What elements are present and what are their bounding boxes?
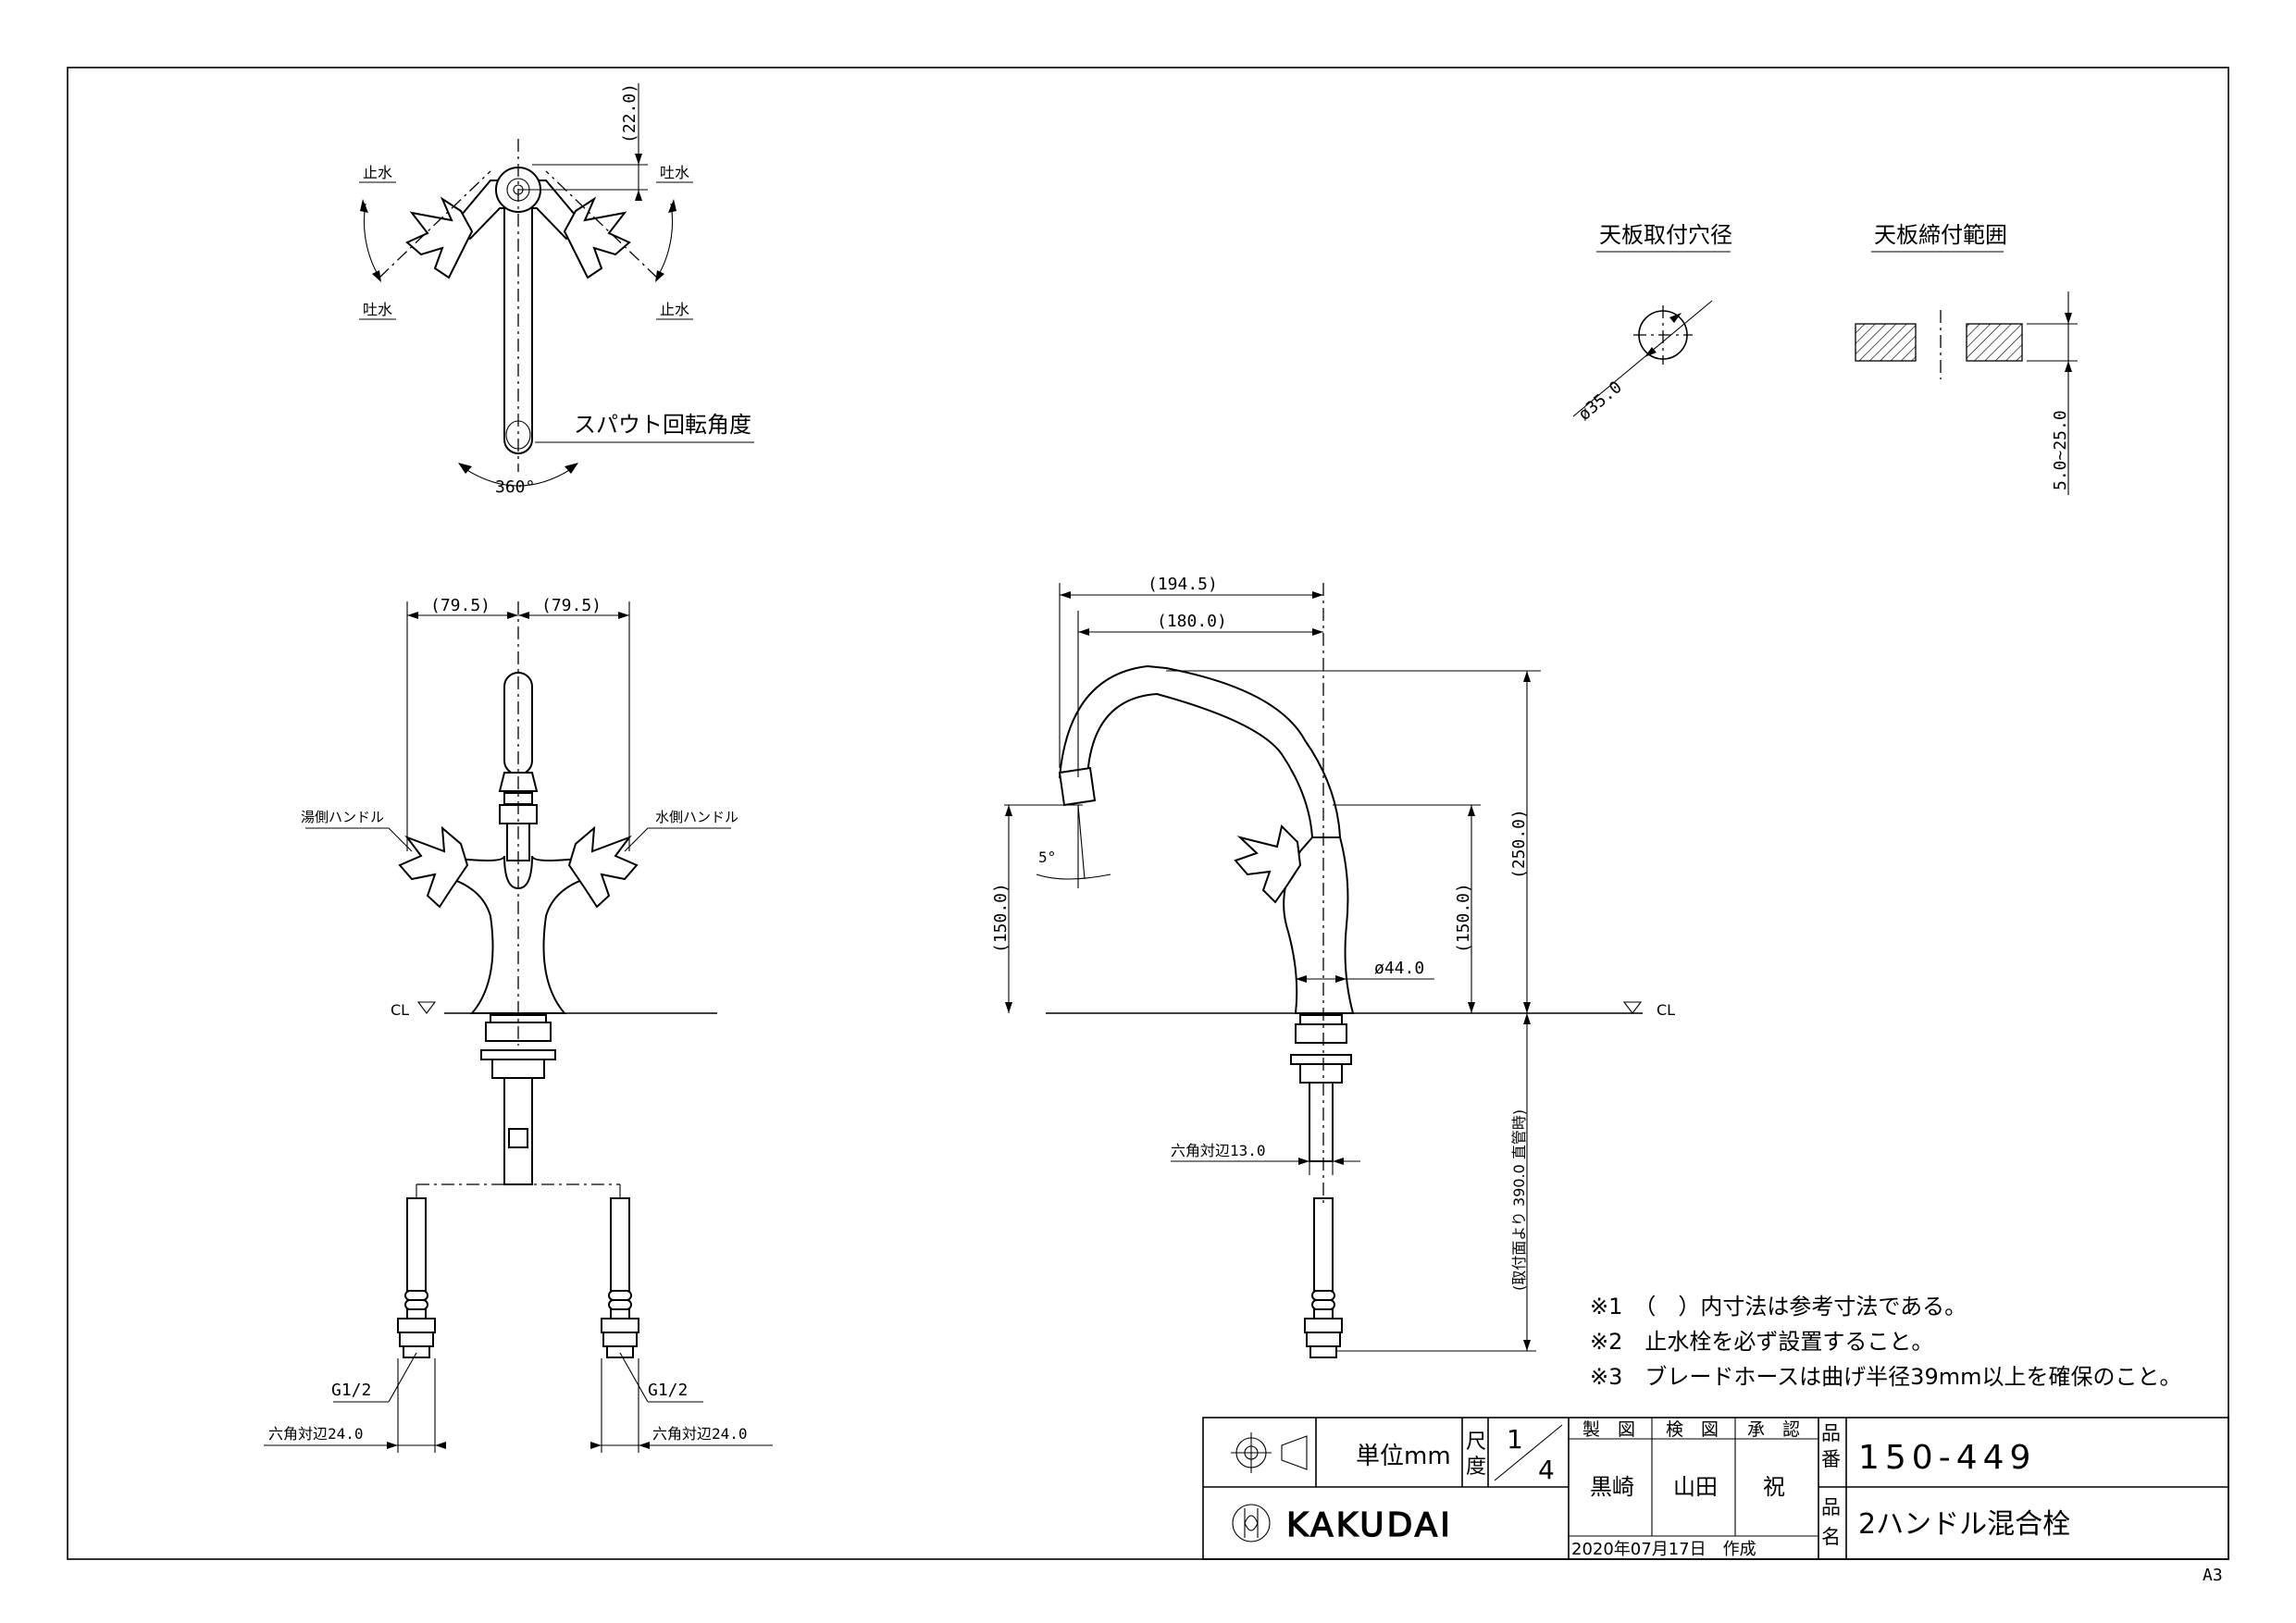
dim-22: (22.0) — [620, 83, 639, 143]
created-date: 2020年07月17日 作成 — [1571, 1540, 1756, 1559]
dim-diameter-44: ø44.0 — [1374, 959, 1424, 978]
spout-rotation-label: スパウト回転角度 — [574, 412, 751, 438]
thickness-title: 天板締付範囲 — [1874, 222, 2007, 248]
part-number: 150-449 — [1858, 1439, 2036, 1477]
thread-left: G1/2 — [331, 1381, 371, 1400]
role-checker: 検 図 — [1666, 1419, 1719, 1440]
dim-150-right: (150.0) — [1454, 883, 1473, 953]
role-approver: 承 認 — [1747, 1419, 1800, 1440]
hot-handle-label: 湯側ハンドル — [301, 809, 384, 825]
note-2: ※2 止水栓を必ず設置すること。 — [1590, 1329, 1933, 1355]
thread-right: G1/2 — [648, 1381, 688, 1400]
cl-side: CL — [1657, 1001, 1675, 1019]
hose-length: (取付面より 390.0 直管時) — [1510, 1109, 1528, 1291]
unit-label: 単位mm — [1356, 1443, 1451, 1470]
cold-handle-label: 水側ハンドル — [655, 809, 738, 825]
drawing-frame — [67, 67, 2229, 1560]
dim-180-0: (180.0) — [1157, 612, 1227, 631]
title-block: KAKUDAI 単位mm 尺 度 1 4 製 図 検 図 承 認 黒崎 山田 祝… — [1202, 1417, 2229, 1560]
notes: ※1 （ ）内寸法は参考寸法である。 ※2 止水栓を必ず設置すること。 ※3 ブ… — [1590, 1294, 2181, 1390]
top-view: 止水 吐水 吐水 止水 (22.0) スパウト回転角度 360° — [359, 83, 754, 497]
cl-front: CL — [391, 1001, 409, 1019]
hole-title: 天板取付穴径 — [1599, 222, 1732, 248]
label-stop-right: 止水 — [660, 301, 689, 318]
name-approver: 祝 — [1763, 1474, 1785, 1500]
hole-detail: 天板取付穴径 ø35.0 — [1572, 222, 1732, 425]
product-label-1: 品 — [1821, 1496, 1841, 1518]
side-view: CL (194.5) (180.0) (250.0) — [991, 575, 1675, 1358]
scale-label-2: 度 — [1466, 1456, 1486, 1479]
angle-5: 5° — [1038, 849, 1056, 866]
label-spout-left: 吐水 — [363, 301, 392, 318]
hex-left: 六角対辺24.0 — [268, 1425, 364, 1443]
dim-250: (250.0) — [1509, 809, 1529, 879]
brand-name: KAKUDAI — [1286, 1506, 1453, 1544]
product-label-2: 名 — [1821, 1526, 1841, 1548]
dim-194-5: (194.5) — [1148, 575, 1218, 594]
note-1: ※1 （ ）内寸法は参考寸法である。 — [1590, 1294, 1967, 1319]
part-no-label-1: 品 — [1821, 1422, 1841, 1444]
name-checker: 山田 — [1673, 1474, 1718, 1500]
hole-diameter: ø35.0 — [1575, 378, 1626, 425]
part-no-label-2: 番 — [1821, 1448, 1841, 1470]
name-drafter: 黒崎 — [1590, 1474, 1634, 1500]
dim-79-5-right: (79.5) — [541, 596, 602, 615]
label-spout-right: 吐水 — [660, 164, 689, 181]
scale-label-1: 尺 — [1466, 1431, 1486, 1454]
paper-size: A3 — [2203, 1566, 2223, 1585]
scale-numerator: 1 — [1507, 1424, 1523, 1455]
note-3: ※3 ブレードホースは曲げ半径39mm以上を確保のこと。 — [1590, 1364, 2181, 1390]
dim-79-5-left: (79.5) — [430, 596, 490, 615]
hex-side: 六角対辺13.0 — [1171, 1142, 1266, 1159]
dim-150-left: (150.0) — [991, 883, 1011, 953]
thickness-detail: 天板締付範囲 5.0~25.0 — [1855, 222, 2078, 495]
front-view: CL (79.5) (79.5) 湯側ハンドル 水側ハンドル — [264, 596, 773, 1453]
thickness-range: 5.0~25.0 — [2051, 410, 2070, 490]
label-stop-left: 止水 — [363, 164, 392, 181]
product-name: 2ハンドル混合栓 — [1858, 1508, 2070, 1541]
scale-denominator: 4 — [1538, 1455, 1555, 1485]
hex-right: 六角対辺24.0 — [652, 1425, 748, 1443]
rotation-angle: 360° — [495, 477, 535, 497]
role-drafter: 製 図 — [1582, 1419, 1635, 1440]
